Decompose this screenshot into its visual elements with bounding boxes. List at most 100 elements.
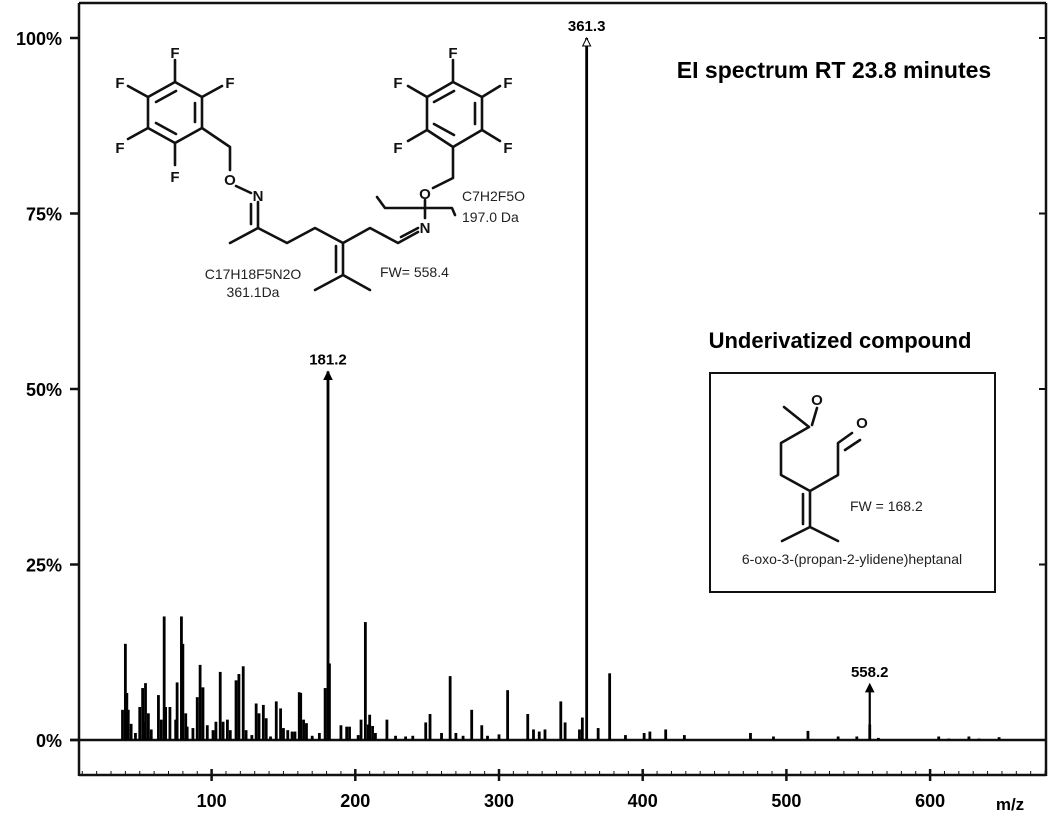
atom-o: O	[811, 392, 823, 409]
peak-356	[578, 729, 581, 740]
peak-106	[218, 671, 222, 740]
peak-108	[221, 721, 225, 740]
atom-n: N	[420, 220, 431, 237]
atom-n: N	[253, 188, 264, 205]
peak-50	[138, 707, 142, 740]
peak-58	[149, 729, 153, 740]
atom-f: F	[448, 45, 457, 62]
y-tick-label: 75%	[26, 205, 62, 225]
peak-label-558.2: 558.2	[851, 664, 889, 681]
x-tick-label: 100	[197, 791, 227, 811]
x-tick-label: 200	[340, 791, 370, 811]
peak-162	[299, 692, 303, 740]
peak-564	[876, 737, 880, 740]
cleaved-formula: C7H2F5O	[462, 188, 525, 204]
atom-f: F	[115, 75, 124, 92]
peak-97	[205, 725, 209, 740]
peak-128	[250, 735, 254, 740]
x-tick-label: 600	[915, 791, 945, 811]
derivative-structure: F F F F F O N F F F F F O N C17H18F5N2O …	[115, 45, 525, 300]
atom-f: F	[170, 45, 179, 62]
peak-136	[261, 704, 265, 740]
peak-65	[159, 719, 163, 740]
x-tick-label: 500	[771, 791, 801, 811]
peak-648	[997, 737, 1001, 740]
x-tick-label: 300	[484, 791, 514, 811]
atom-o: O	[419, 186, 431, 203]
peak-42	[126, 709, 130, 740]
peak-606	[937, 736, 941, 740]
peak-292	[486, 735, 489, 740]
peak-491	[772, 736, 775, 740]
peak-214	[374, 732, 377, 740]
atom-f: F	[115, 140, 124, 157]
compound-box	[709, 372, 996, 593]
peak-613	[947, 738, 951, 740]
peak-54	[144, 683, 147, 740]
peak-41	[125, 692, 129, 740]
peak-369	[596, 728, 600, 740]
x-axis-label: m/z	[996, 795, 1024, 814]
peak-124	[244, 730, 248, 740]
peak-252	[428, 714, 432, 740]
peak-113	[228, 730, 232, 740]
peak-320	[526, 714, 530, 740]
peak-119	[237, 674, 241, 740]
peak-235	[404, 736, 407, 740]
peak-label-181.2: 181.2	[309, 351, 347, 368]
y-tick-label: 50%	[26, 380, 62, 400]
peak-94	[201, 687, 205, 740]
peak-80	[181, 643, 185, 740]
peak-260	[440, 732, 443, 740]
underivatized-heading: Underivatized compound	[709, 328, 972, 353]
peak-324	[532, 729, 535, 740]
peak-275	[461, 735, 465, 740]
peak-131	[254, 703, 258, 740]
peak-145	[274, 701, 278, 740]
atom-f: F	[225, 75, 234, 92]
peak-103	[214, 721, 218, 740]
peak-401	[642, 732, 646, 740]
peak-515	[806, 730, 810, 740]
peak-117	[234, 680, 238, 740]
peak-56	[146, 713, 150, 740]
chart-title: EI spectrum RT 23.8 minutes	[677, 57, 991, 83]
peak-153	[286, 730, 290, 740]
peak-475	[749, 732, 752, 740]
peak-75	[174, 719, 178, 740]
atom-f: F	[393, 75, 402, 92]
peak-346	[563, 722, 567, 740]
peak-68	[164, 707, 168, 740]
peak-76	[175, 682, 179, 740]
peak-209	[366, 724, 370, 740]
underivatized-fw: FW = 168.2	[850, 498, 923, 514]
peak-82	[184, 713, 188, 740]
atom-f: F	[170, 169, 179, 186]
peak-79	[180, 616, 183, 740]
peak-343	[559, 701, 563, 740]
peak-228	[394, 735, 397, 740]
peak-429	[682, 735, 686, 740]
peak-627	[967, 736, 971, 740]
peak-40	[123, 643, 127, 740]
peak-175	[317, 732, 321, 740]
fragment-mass: 361.1Da	[227, 284, 280, 300]
peak-536	[836, 736, 840, 740]
peak-161	[297, 692, 301, 740]
atom-o: O	[856, 415, 868, 432]
peak-83	[185, 726, 189, 740]
compound-name: 6-oxo-3-(propan-2-ylidene)heptanal	[742, 551, 962, 567]
plot-frame	[70, 1, 1048, 777]
peak-388	[624, 735, 627, 740]
derivative-fw: FW= 558.4	[380, 264, 449, 280]
peak-150	[282, 728, 285, 740]
peak-87	[191, 728, 195, 740]
peak-240	[411, 735, 415, 740]
peak-194	[345, 726, 349, 740]
peak-133	[257, 713, 261, 740]
peak-101	[211, 730, 215, 740]
peak-270	[454, 732, 458, 740]
peak-196	[348, 726, 351, 740]
peak-405	[648, 731, 652, 740]
